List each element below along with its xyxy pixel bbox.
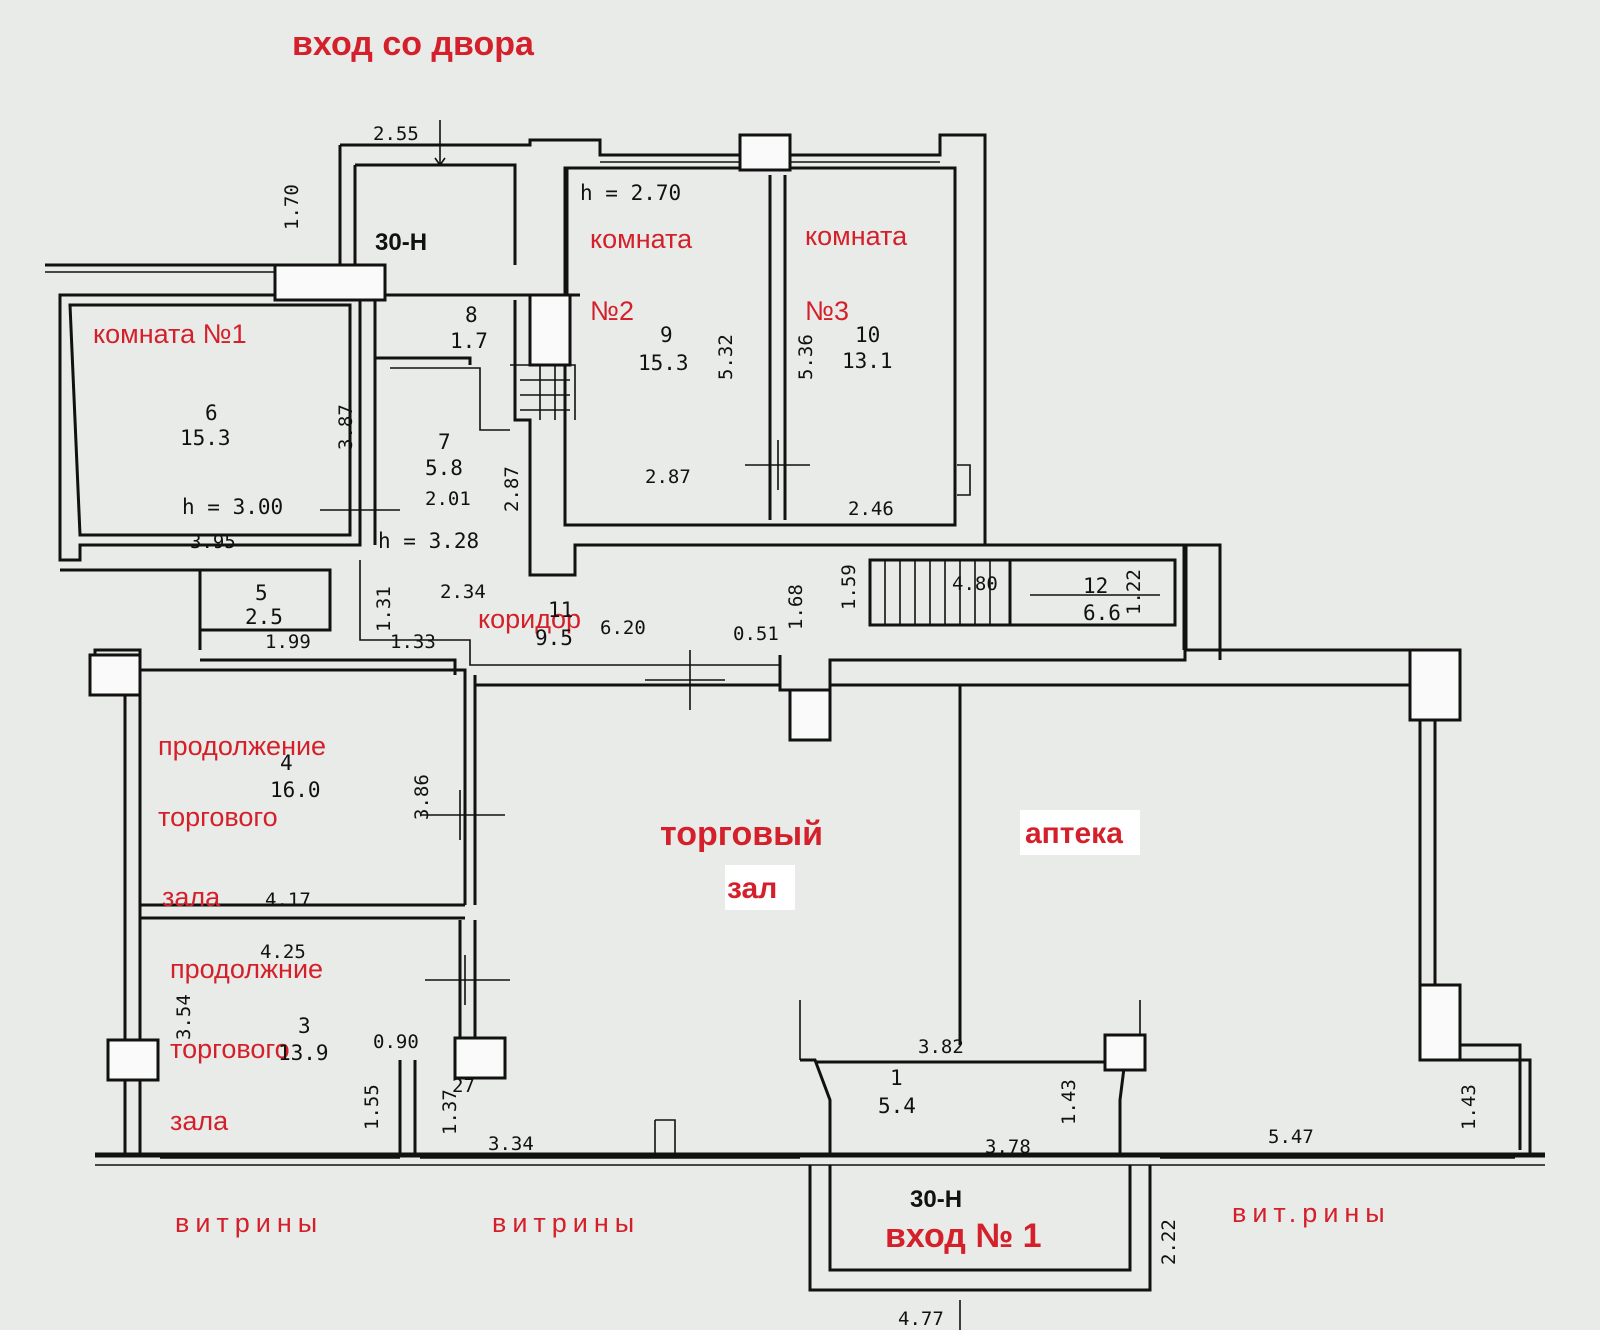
dimension-label: 1.55 [361,1084,383,1130]
dimension-label: 4.77 [898,1308,944,1330]
room-area: 1.7 [450,329,488,353]
room-area: 6.6 [1083,601,1121,625]
room-area: 13.1 [842,349,893,373]
dimension-label: 1.31 [373,586,395,632]
dimension-label: 2.87 [645,466,691,488]
dimension-label: 0.51 [733,623,779,645]
dimensions: 2.55 1.70 3.87 3.95 2.01 2.87 5.32 5.36 … [173,123,1480,1330]
height-mark: h = 2.70 [580,181,681,205]
dimension-label: 1.99 [265,631,311,653]
height-mark: h = 3.28 [378,529,479,553]
dimension-label: 1.59 [838,564,860,610]
dimension-label: 3.86 [411,774,433,820]
walls [45,133,1545,1292]
dimension-label: 0.90 [373,1031,419,1053]
room-area: 2.5 [245,605,283,629]
room-number: 5 [255,581,268,605]
room-number: 9 [660,323,673,347]
room-number: 8 [465,303,478,327]
room-area: 15.3 [638,351,689,375]
dimension-label: 5.36 [795,334,817,380]
room2-number-label: №2 [590,296,634,326]
dimension-label: 2.55 [373,123,419,145]
room-number: 3 [298,1014,311,1038]
dimension-label: 1.22 [1123,569,1145,615]
dimension-label: 3.54 [173,994,195,1040]
plan-code-top: 30-Н [375,229,427,256]
door-marks [320,120,961,1330]
dimension-label: 4.80 [952,573,998,595]
hall4-label-1: продолжение [158,731,326,761]
hall4-label-2: торгового [158,802,278,832]
hall4-label-3: зала [162,882,221,912]
vitrines-label: витрины [175,1208,323,1238]
dimension-label: 27 [452,1075,475,1097]
room-number: 12 [1083,574,1108,598]
hall3-label-2: торгового [170,1034,290,1064]
hall3-label-1: продолжние [170,954,323,984]
hall3-label-3: зала [170,1106,229,1136]
room-area: 15.3 [180,426,231,450]
dimension-label: 3.95 [190,531,236,553]
dimension-label: 1.43 [1058,1079,1080,1125]
dimension-label: 6.20 [600,617,646,639]
main-hall-label-2: зал [727,872,777,905]
dimension-label: 2.01 [425,488,471,510]
dimension-label: 5.32 [715,334,737,380]
pharmacy-label: аптека [1025,817,1123,850]
dimension-label: 4.17 [265,889,311,911]
room-area: 16.0 [270,778,321,802]
dimension-label: 4.25 [260,941,306,963]
dimension-label: 3.34 [488,1133,534,1155]
dimension-label: 1.33 [390,631,436,653]
room-area: 9.5 [535,626,573,650]
dimension-label: 2.46 [848,498,894,520]
room-area: 5.8 [425,456,463,480]
room-number: 11 [548,598,573,622]
room1-label: комната №1 [93,319,247,349]
main-hall-label-1: торговый [660,815,823,853]
dimension-label: 2.87 [501,466,523,512]
vitrines-label: вит.рины [1232,1198,1391,1228]
room2-label: комната [590,224,693,254]
pillars [88,133,1462,1082]
room-number: 7 [438,430,451,454]
entrance1-label: вход № 1 [885,1217,1042,1255]
room3-number-label: №3 [805,296,849,326]
room-number: 4 [280,751,293,775]
room-areas: 6 15.3 7 5.8 8 1.7 9 15.3 10 13.1 5 2.5 … [180,303,1121,1118]
courtyard-entrance-label: вход со двора [292,25,535,63]
dimension-label: 1.70 [281,184,303,230]
dimension-label: 1.43 [1458,1084,1480,1130]
dimension-label: 5.47 [1268,1126,1314,1148]
room-area: 5.4 [878,1094,916,1118]
dimension-label: 1.37 [439,1089,461,1135]
dimension-label: 3.82 [918,1036,964,1058]
dimension-label: 2.34 [440,581,486,603]
room3-label: комната [805,221,908,251]
vitrines-label: витрины [492,1208,640,1238]
plan-code-bottom: 30-Н [910,1186,962,1213]
dimension-label: 3.78 [985,1136,1031,1158]
dimension-label: 2.22 [1158,1219,1180,1265]
room-number: 1 [890,1066,903,1090]
room-area: 13.9 [278,1041,329,1065]
corridor-label: коридор [478,604,581,634]
room-number: 6 [205,401,218,425]
height-mark: h = 3.00 [182,495,283,519]
dimension-label: 3.87 [335,404,357,450]
dimension-label: 1.68 [785,584,807,630]
room-number: 10 [855,323,880,347]
